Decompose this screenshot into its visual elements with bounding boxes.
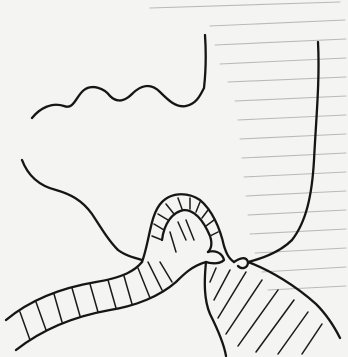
anatomical-line-drawing bbox=[0, 0, 348, 357]
paper-background bbox=[0, 0, 348, 357]
